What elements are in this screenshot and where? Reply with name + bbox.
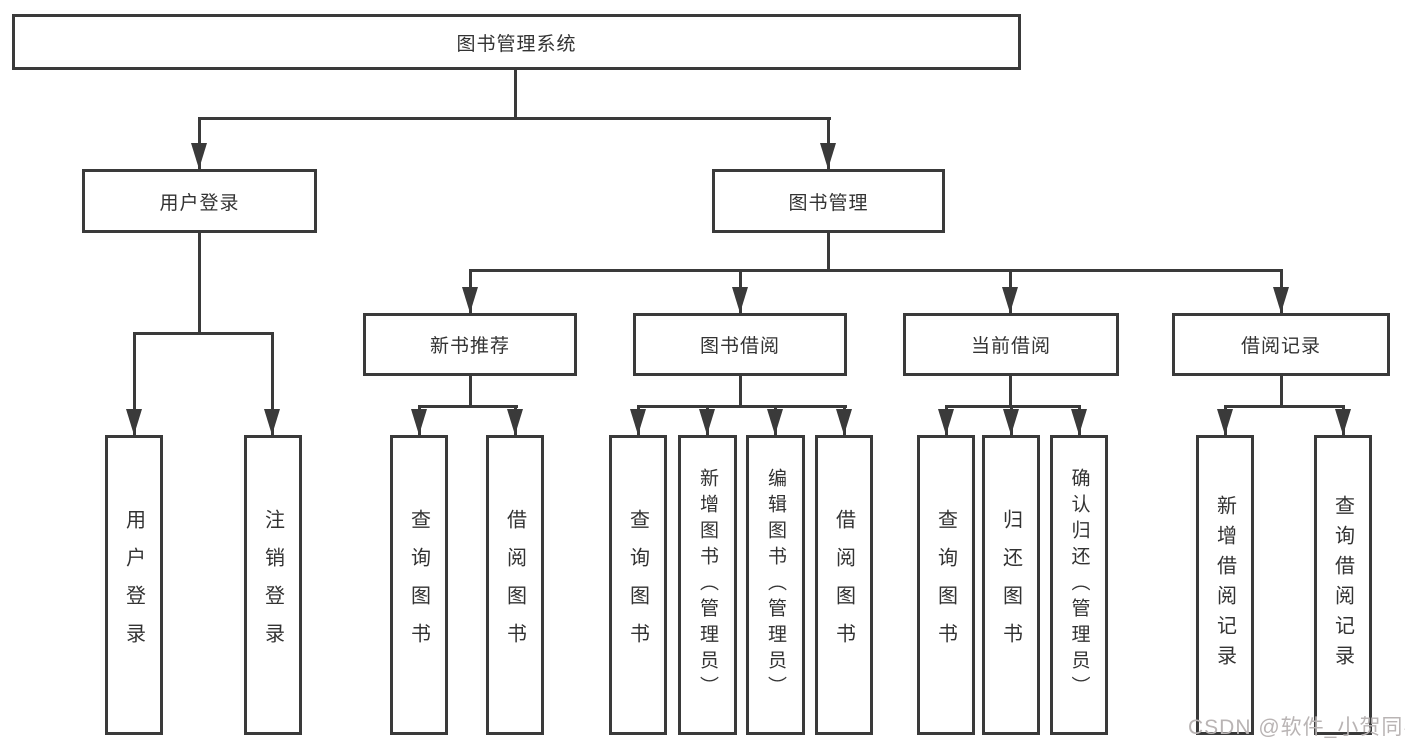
leaf-borrow-books: 借阅图书 [815, 435, 873, 735]
leaf-label: 查询图书 [407, 509, 430, 661]
arrow-down-icon [732, 287, 748, 313]
connector-vline [133, 332, 136, 435]
connector-vline [1009, 376, 1012, 408]
node-library-system: 图书管理系统 [12, 14, 1021, 70]
connector-vline [198, 233, 201, 335]
arrow-down-icon [699, 409, 715, 435]
arrow-down-icon [264, 409, 280, 435]
leaf-label: 查询图书 [626, 509, 649, 661]
node-borrowing-records: 借阅记录 [1172, 313, 1390, 376]
connector-vline [827, 233, 830, 272]
connector-hline [469, 269, 1283, 272]
arrow-down-icon [126, 409, 142, 435]
connector-vline [514, 70, 517, 120]
leaf-query-books-current: 查询图书 [917, 435, 975, 735]
leaf-label: 注销登录 [261, 509, 284, 661]
leaf-label: 归还图书 [999, 509, 1022, 661]
arrow-down-icon [938, 409, 954, 435]
connector-hline [133, 332, 274, 335]
connector-hline [945, 405, 1081, 408]
connector-vline [1280, 376, 1283, 408]
leaf-label: 用户登录 [122, 509, 145, 661]
arrow-down-icon [462, 287, 478, 313]
leaf-add-borrow-record: 新增借阅记录 [1196, 435, 1254, 735]
leaf-label: 借阅图书 [832, 509, 855, 661]
arrow-down-icon [411, 409, 427, 435]
leaf-query-borrow-record: 查询借阅记录 [1314, 435, 1372, 735]
node-book-borrowing: 图书借阅 [633, 313, 847, 376]
leaf-label: 确认归还（管理员） [1068, 468, 1090, 702]
leaf-logout: 注销登录 [244, 435, 302, 735]
node-book-management: 图书管理 [712, 169, 945, 233]
arrow-down-icon [1071, 409, 1087, 435]
arrow-down-icon [507, 409, 523, 435]
leaf-add-books-admin: 新增图书（管理员） [678, 435, 737, 735]
node-current-borrowing: 当前借阅 [903, 313, 1119, 376]
arrow-down-icon [836, 409, 852, 435]
csdn-watermark: CSDN @软件_小贺同学 [1188, 716, 1405, 739]
arrow-down-icon [191, 143, 207, 169]
connector-vline [469, 376, 472, 408]
leaf-label: 新增图书（管理员） [697, 468, 718, 702]
arrow-down-icon [630, 409, 646, 435]
node-user-login: 用户登录 [82, 169, 317, 233]
connector-hline [637, 405, 847, 408]
arrow-down-icon [820, 143, 836, 169]
arrow-down-icon [767, 409, 783, 435]
connector-vline [739, 376, 742, 408]
leaf-label: 查询借阅记录 [1331, 495, 1354, 675]
arrow-down-icon [1002, 287, 1018, 313]
leaf-query-books: 查询图书 [609, 435, 667, 735]
leaf-confirm-return-admin: 确认归还（管理员） [1050, 435, 1108, 735]
arrow-down-icon [1003, 409, 1019, 435]
leaf-user-login: 用户登录 [105, 435, 163, 735]
leaf-return-books: 归还图书 [982, 435, 1040, 735]
leaf-edit-books-admin: 编辑图书（管理员） [746, 435, 805, 735]
connector-hline [1224, 405, 1345, 408]
leaf-label: 借阅图书 [503, 509, 526, 661]
connector-hline [418, 405, 518, 408]
leaf-label: 查询图书 [934, 509, 957, 661]
arrow-down-icon [1273, 287, 1289, 313]
leaf-query-books-recommend: 查询图书 [390, 435, 448, 735]
leaf-borrow-books-recommend: 借阅图书 [486, 435, 544, 735]
leaf-label: 新增借阅记录 [1213, 495, 1236, 675]
node-new-book-recommend: 新书推荐 [363, 313, 577, 376]
connector-vline [271, 332, 274, 435]
arrow-down-icon [1335, 409, 1351, 435]
connector-hline [198, 117, 831, 120]
leaf-label: 编辑图书（管理员） [765, 468, 786, 702]
arrow-down-icon [1217, 409, 1233, 435]
